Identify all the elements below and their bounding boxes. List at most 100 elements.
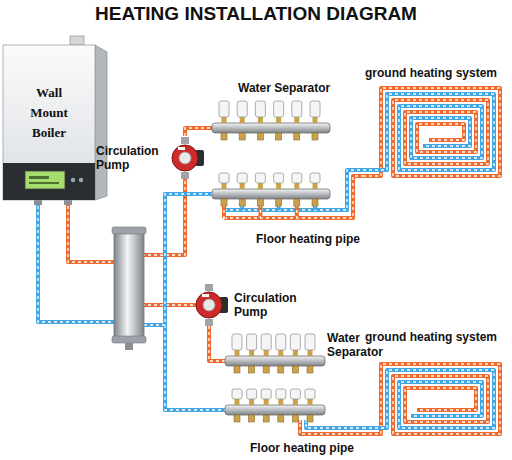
supply-drop-dash — [299, 420, 300, 424]
valve-cap — [237, 173, 247, 183]
separator-cap — [112, 227, 146, 234]
pipe-fitting — [234, 366, 240, 373]
component-heading: ground heating system — [365, 66, 506, 80]
valve-cap — [290, 389, 300, 399]
manifold-bar — [225, 405, 325, 415]
pipe-fitting — [249, 415, 255, 422]
valve-stem — [278, 350, 283, 356]
pipe-fitting — [221, 133, 227, 140]
valve-stem — [313, 117, 318, 123]
supply-pipe — [68, 200, 116, 262]
valve-stem — [293, 399, 298, 405]
manifold-bar — [212, 189, 330, 199]
boiler-side — [95, 45, 107, 200]
pipe-connector — [337, 170, 363, 218]
heating-coil-dash — [363, 370, 494, 428]
return-pipe-dash — [165, 194, 229, 410]
pipe-fitting — [263, 366, 269, 373]
valve-cap — [305, 334, 315, 350]
return-pipe — [38, 200, 116, 322]
valve-cap — [219, 173, 229, 183]
valve-cap — [274, 173, 284, 183]
water-separator: Water Separator — [212, 80, 337, 228]
valve-cap — [276, 389, 286, 399]
manifold-bar — [225, 356, 325, 366]
valve-cap — [292, 173, 302, 183]
pipe-fitting — [239, 199, 245, 206]
valve-stem — [294, 183, 299, 189]
pump-flange — [205, 319, 213, 326]
pipe-fitting — [312, 133, 318, 140]
lcd-segment — [29, 176, 49, 179]
pipe-connector — [209, 326, 225, 361]
pipe-fitting — [234, 415, 240, 422]
component-heading: ground heating system — [365, 330, 506, 344]
separator-drain — [125, 343, 133, 350]
pipe-dash — [300, 424, 363, 434]
boiler-body — [3, 45, 95, 200]
pipe-label: Floor heating pipe — [250, 441, 354, 455]
valve-stem — [222, 183, 227, 189]
circulation-pump: Circulation Pump — [190, 284, 325, 326]
return-pipe — [165, 194, 229, 410]
supply-pipe-dash — [68, 200, 116, 262]
valve-stem — [308, 399, 313, 405]
valve-cap — [305, 389, 315, 399]
valve-stem — [313, 183, 318, 189]
pipe-dash — [209, 326, 225, 361]
pipe-fitting — [278, 366, 284, 373]
valve-stem — [308, 350, 313, 356]
pipe — [337, 176, 363, 218]
lcd-display — [25, 171, 65, 189]
heating-coil-dash — [363, 94, 494, 170]
valve-cap — [261, 389, 271, 399]
circulation-pump: Circulation Pump — [96, 136, 208, 180]
separator-cap — [112, 336, 146, 343]
pipe-fitting — [307, 366, 313, 373]
pipe-fitting — [292, 415, 298, 422]
shape-art — [363, 66, 508, 186]
pipe-fitting — [257, 133, 263, 140]
control-panel — [3, 163, 95, 200]
pump-icon — [172, 137, 204, 179]
supply-collector-dash — [224, 217, 337, 218]
pipe-fitting — [276, 133, 282, 140]
valve-stem — [258, 183, 263, 189]
valve-stem — [249, 350, 254, 356]
return-drop-dash — [305, 420, 306, 424]
boiler-unit: Wall Mount Boiler — [3, 45, 95, 200]
valve-stem — [222, 117, 227, 123]
pump-label: Circulation Pump — [234, 291, 308, 320]
valve-cap — [255, 101, 265, 117]
supply-collector — [224, 216, 337, 220]
label-holder: Floor heating pipe — [256, 232, 360, 246]
pump-flange — [181, 137, 189, 144]
lcd-segment — [29, 182, 59, 184]
pipe-fitting — [221, 199, 227, 206]
heating-coil-dash — [363, 88, 500, 176]
pump-flange — [205, 284, 213, 291]
pipe-fitting — [312, 199, 318, 206]
water-separator: Water Separator — [225, 330, 392, 424]
boiler-label: Wall Mount Boiler — [23, 83, 75, 143]
pipe-fitting — [307, 415, 313, 422]
pipe-connector — [300, 424, 363, 434]
valve-cap — [232, 334, 242, 350]
valve-stem — [264, 350, 269, 356]
component-heading: Water Separator — [238, 81, 335, 95]
valve-cap — [237, 101, 247, 117]
pipe-dash — [185, 128, 212, 136]
pump-housing — [172, 145, 198, 171]
pump-hub — [203, 299, 215, 311]
pipe-fitting — [263, 415, 269, 422]
pipe — [185, 128, 212, 136]
pipe-fitting — [257, 199, 263, 206]
valve-stem — [276, 183, 281, 189]
pipe — [306, 424, 363, 428]
return-pipe-dash — [38, 200, 116, 322]
valve-stem — [249, 399, 254, 405]
heating-coil — [363, 370, 494, 428]
valve-cap — [261, 334, 271, 350]
pipe — [209, 326, 225, 361]
valve-stem — [240, 183, 245, 189]
